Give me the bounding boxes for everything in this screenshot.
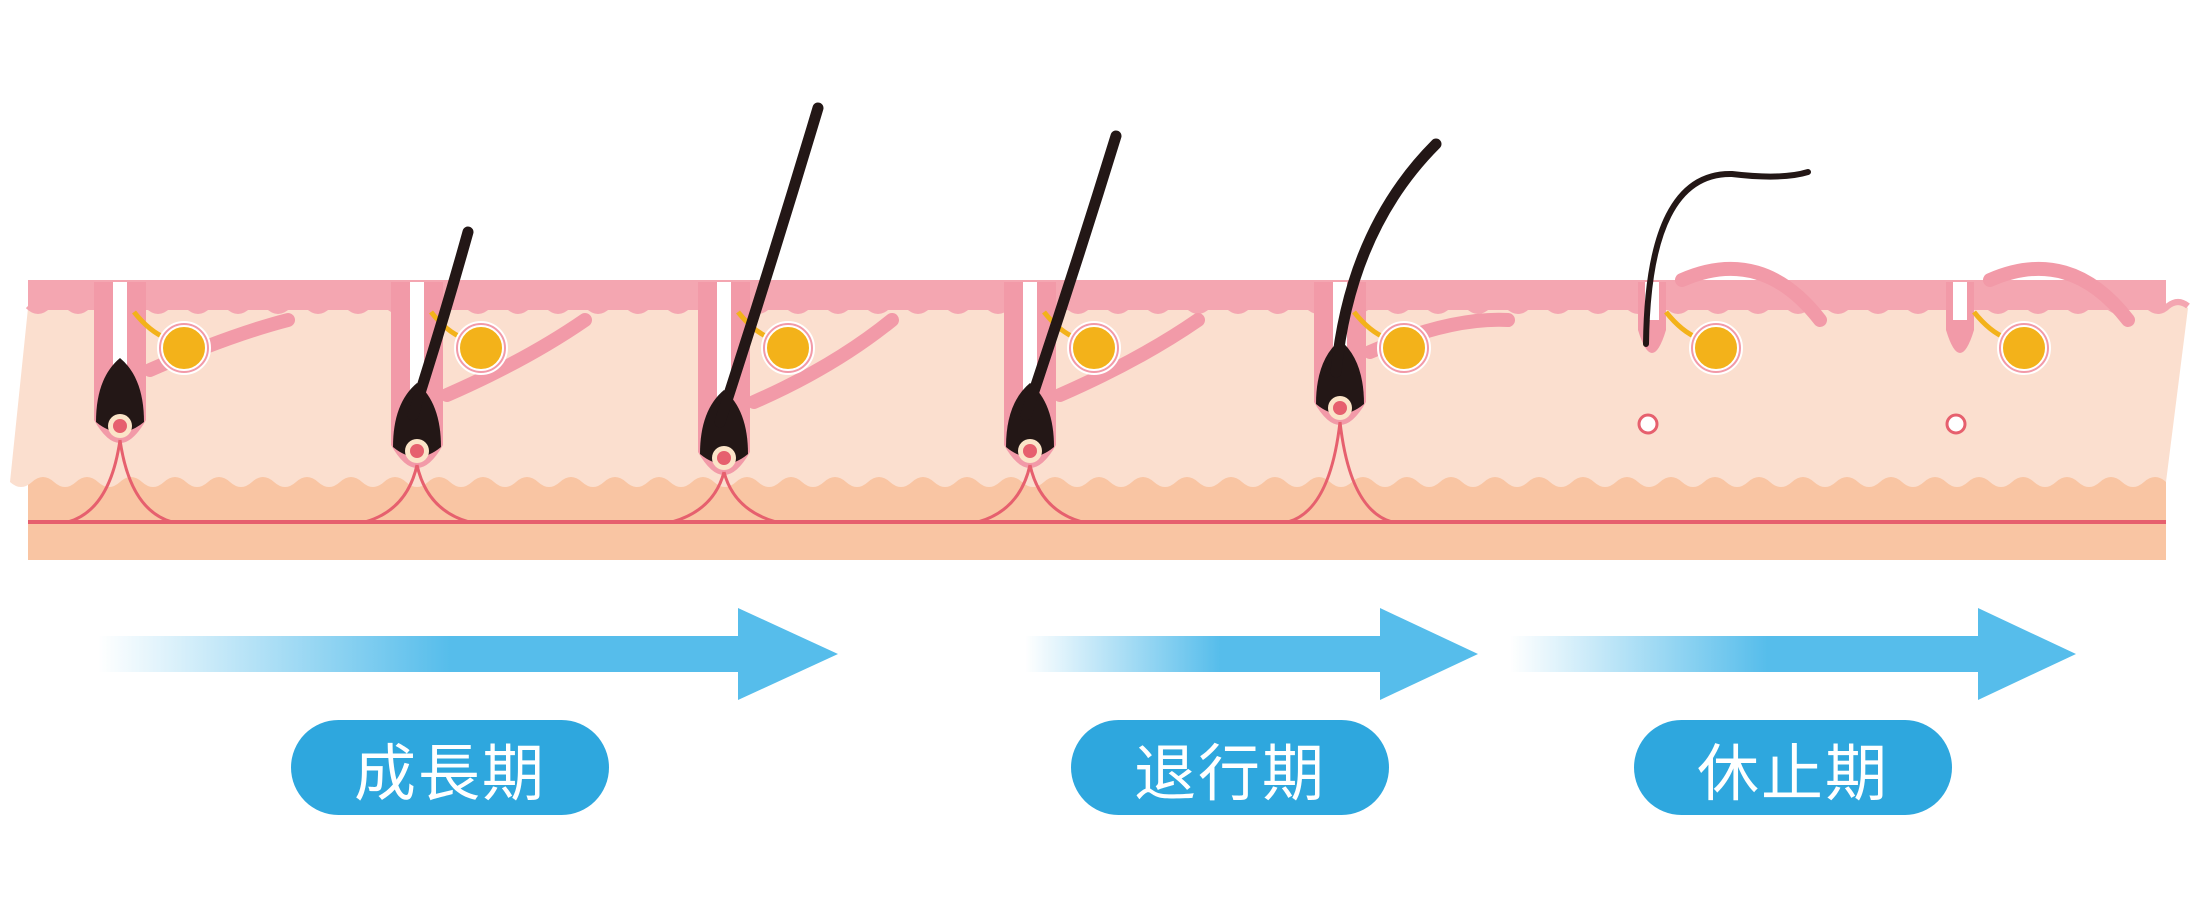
hair-follicle-icon — [1287, 138, 1515, 524]
arrector-muscle — [1983, 261, 2135, 327]
papilla-remnant — [1637, 413, 1659, 435]
arrector-muscle — [1053, 313, 1205, 402]
papilla-remnant — [1945, 413, 1967, 435]
hair-shaft — [407, 226, 474, 421]
gland-outline — [159, 323, 209, 373]
papilla-inner — [1023, 444, 1037, 458]
hair-bulb — [96, 358, 144, 432]
gland-outline — [456, 323, 506, 373]
arrow-right-icon — [1510, 608, 2076, 700]
arrector-muscle — [440, 313, 592, 402]
hair-follicle-icon — [671, 102, 899, 524]
follicle-group — [67, 102, 2135, 524]
hair-shaft — [1020, 130, 1122, 421]
hair-bulb — [700, 390, 748, 464]
hair-shaft — [1330, 138, 1442, 378]
skin-cross-section — [10, 280, 2190, 560]
gland-outline — [763, 323, 813, 373]
subcutis-layer — [28, 470, 2166, 560]
gland-outline — [1069, 323, 1119, 373]
gland-outline — [1999, 323, 2049, 373]
arrector-muscle — [747, 313, 899, 409]
hair-follicle-icon — [1637, 169, 1827, 435]
arrow-right-icon — [98, 608, 838, 700]
follicle-canal — [1953, 282, 1967, 320]
hair-bulb — [393, 383, 441, 457]
dermis-layer — [10, 304, 2188, 487]
hair-bulb — [1006, 383, 1054, 457]
hair-follicle-icon — [67, 282, 295, 524]
phase-label-growth: 成長期 — [291, 720, 609, 815]
blood-vessel-icon — [364, 464, 470, 524]
papilla-inner — [113, 419, 127, 433]
blood-vessel-icon — [977, 464, 1083, 524]
hair-bulb — [1316, 340, 1364, 414]
papilla-inner — [717, 451, 731, 465]
papilla-inner — [1333, 401, 1347, 415]
blood-vessel-icon — [67, 439, 173, 524]
hair-follicle-icon — [364, 226, 592, 524]
hair-shaft — [1643, 169, 1811, 347]
hair-follicle-icon — [977, 130, 1205, 524]
gland-outline — [1691, 323, 1741, 373]
arrows-group — [98, 608, 2076, 700]
papilla-inner — [410, 444, 424, 458]
blood-vessel-icon — [1287, 421, 1393, 524]
gland-outline — [1379, 323, 1429, 373]
phase-label-regression: 退行期 — [1071, 720, 1389, 815]
hair-shaft — [714, 102, 824, 428]
hair-follicle-icon — [1945, 261, 2135, 435]
epidermis-wave — [25, 299, 2190, 314]
arrector-muscle — [1675, 261, 1827, 327]
phase-label-resting: 休止期 — [1634, 720, 1952, 815]
arrow-right-icon — [1025, 608, 1478, 700]
blood-vessel-icon — [671, 471, 777, 524]
